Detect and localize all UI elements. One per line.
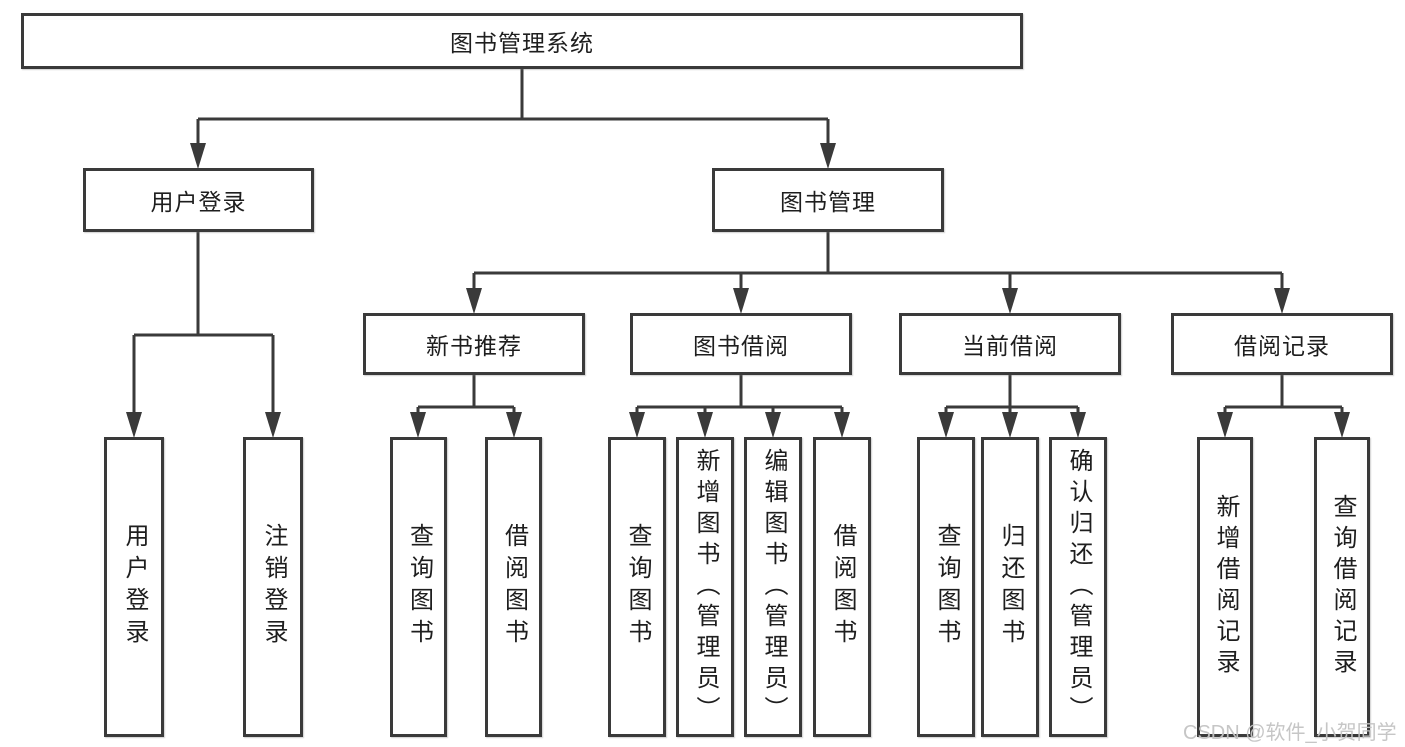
node-book-borrowing: 图书借阅 (630, 313, 852, 375)
leaf-query-book-recommend: 查询图书 (390, 437, 447, 737)
leaf-return-book: 归还图书 (981, 437, 1039, 737)
leaf-confirm-return-admin: 确认归还（管理员） (1049, 437, 1107, 737)
node-root-system: 图书管理系统 (21, 13, 1023, 69)
leaf-query-book-current: 查询图书 (917, 437, 975, 737)
leaf-borrow-book: 借阅图书 (813, 437, 871, 737)
node-book-management: 图书管理 (712, 168, 944, 232)
leaf-edit-book-admin: 编辑图书（管理员） (744, 437, 802, 737)
leaf-add-book-admin: 新增图书（管理员） (676, 437, 734, 737)
node-borrowing-records: 借阅记录 (1171, 313, 1393, 375)
node-user-login: 用户登录 (83, 168, 314, 232)
leaf-query-borrow-record: 查询借阅记录 (1314, 437, 1370, 737)
node-current-borrowing: 当前借阅 (899, 313, 1121, 375)
leaf-borrow-book-recommend: 借阅图书 (485, 437, 542, 737)
leaf-logout: 注销登录 (243, 437, 303, 737)
arrowheads (126, 143, 1350, 438)
leaf-query-book-borrow: 查询图书 (608, 437, 666, 737)
leaf-user-login: 用户登录 (104, 437, 164, 737)
leaf-add-borrow-record: 新增借阅记录 (1197, 437, 1253, 737)
csdn-watermark: CSDN @软件_小贺同学 (1183, 722, 1397, 744)
node-new-book-recommendation: 新书推荐 (363, 313, 585, 375)
